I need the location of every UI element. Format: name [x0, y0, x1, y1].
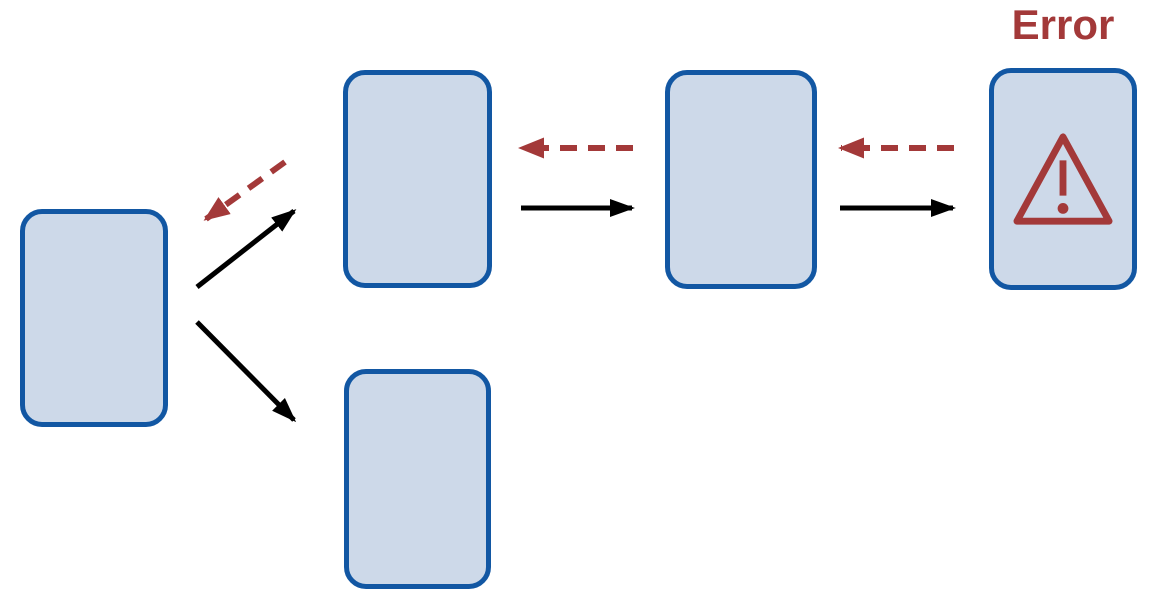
node-branch-top [343, 70, 492, 288]
warning-triangle-icon [1013, 133, 1113, 225]
arrow-root-to-branch-bottom [195, 320, 297, 423]
node-step-3 [665, 70, 817, 289]
node-branch-bottom [344, 369, 491, 589]
arrow-root-to-branch-top [195, 209, 297, 289]
dashed-arrow-branch-top-to-root [203, 159, 287, 222]
error-label: Error [1011, 1, 1115, 48]
node-error [989, 68, 1137, 290]
node-root [20, 209, 168, 427]
